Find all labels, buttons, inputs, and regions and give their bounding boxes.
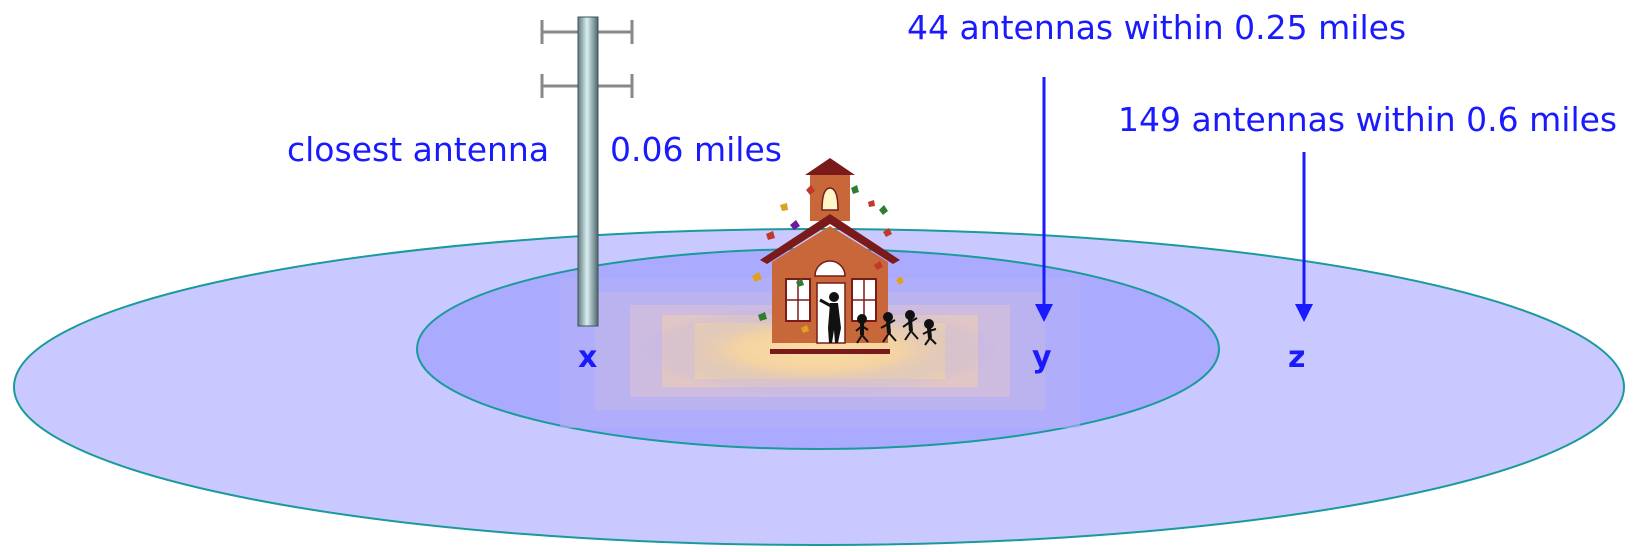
marker-x: x (578, 340, 598, 375)
closest-distance-label: 0.06 miles (610, 130, 782, 169)
leaves (752, 185, 904, 333)
marker-z: z (1288, 340, 1306, 375)
outer-zone-label: 149 antennas within 0.6 miles (1118, 100, 1618, 139)
antenna-tower-icon (540, 16, 634, 327)
inner-zone-label: 44 antennas within 0.25 miles (907, 8, 1407, 47)
closest-antenna-label: closest antenna (287, 130, 550, 169)
marker-y: y (1032, 340, 1052, 375)
